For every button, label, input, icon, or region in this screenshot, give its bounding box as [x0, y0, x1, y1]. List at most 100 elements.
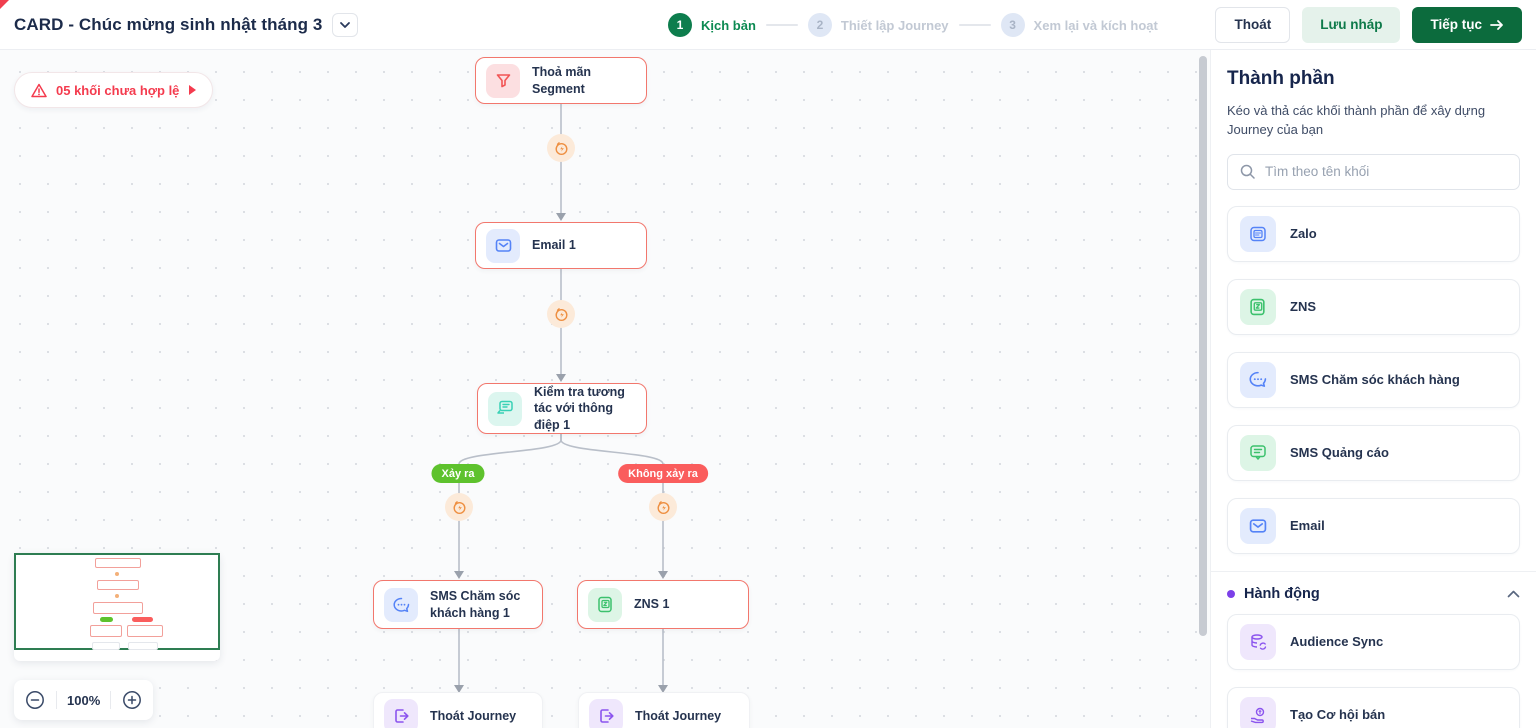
sidebar-title: Thành phần	[1227, 68, 1335, 89]
component-sms-ads[interactable]: SMS Quảng cáo	[1227, 424, 1520, 481]
sms-ads-icon	[1240, 434, 1276, 471]
chevron-down-icon	[340, 21, 351, 28]
canvas-scrollbar[interactable]	[1198, 50, 1208, 728]
component-zalo-label: Zalo	[1290, 226, 1317, 242]
interaction-check-icon	[488, 391, 522, 426]
invalid-blocks-label: 05 khối chưa hợp lệ	[56, 82, 180, 98]
email-icon	[1240, 507, 1276, 544]
stepper: 1 Kịch bản 2 Thiết lập Journey 3 Xem lại…	[668, 0, 1158, 50]
component-sms-care-label: SMS Chăm sóc khách hàng	[1290, 372, 1460, 388]
step-2-label: Thiết lập Journey	[840, 17, 949, 33]
node-email-label: Email 1	[532, 238, 576, 253]
corner-marker	[0, 0, 9, 9]
node-interaction-check-label: Kiểm tra tương tác với thông điệp 1	[534, 385, 625, 432]
node-zns[interactable]: ZNS 1	[577, 580, 749, 629]
delay-trigger-badge[interactable]	[547, 134, 575, 162]
search-input[interactable]	[1265, 164, 1507, 180]
step-1-label: Kịch bản	[701, 17, 756, 33]
invalid-blocks-badge[interactable]: 05 khối chưa hợp lệ	[14, 72, 214, 108]
component-audience-sync-label: Audience Sync	[1290, 634, 1384, 650]
delay-trigger-badge[interactable]	[649, 493, 677, 521]
exit-button[interactable]: Thoát	[1215, 6, 1291, 43]
save-draft-button[interactable]: Lưu nháp	[1302, 6, 1401, 43]
node-exit-journey-left-label: Thoát Journey	[430, 708, 517, 723]
timer-flash-icon	[554, 141, 568, 155]
timer-flash-icon	[554, 307, 568, 321]
continue-button-label: Tiếp tục	[1430, 17, 1482, 32]
step-1-number: 1	[668, 13, 692, 37]
node-segment[interactable]: Thoả mãn Segment	[475, 57, 647, 104]
step-1[interactable]: 1 Kịch bản	[668, 13, 756, 37]
chevron-up-icon[interactable]	[1507, 590, 1520, 598]
exit-journey-icon	[384, 699, 418, 728]
step-3-number: 3	[1000, 13, 1025, 37]
sidebar-description: Kéo và thả các khối thành phần để xây dự…	[1227, 103, 1486, 137]
step-connector	[765, 24, 798, 26]
purple-dot-icon	[1227, 589, 1235, 598]
play-icon	[189, 85, 197, 95]
warning-icon	[31, 83, 47, 97]
component-sms-ads-label: SMS Quảng cáo	[1290, 445, 1389, 461]
node-exit-journey-right[interactable]: Thoát Journey	[578, 692, 750, 728]
zoom-in-button[interactable]	[121, 689, 143, 711]
plus-circle-icon	[123, 691, 142, 709]
divider	[56, 691, 57, 709]
step-3[interactable]: 3 Xem lại và kích hoạt	[1000, 13, 1158, 37]
funnel-icon	[486, 63, 520, 98]
topbar-actions: Thoát Lưu nháp Tiếp tục	[1215, 6, 1522, 43]
component-audience-sync[interactable]: Audience Sync	[1227, 613, 1520, 670]
zoom-level: 100%	[67, 692, 101, 708]
step-2[interactable]: 2 Thiết lập Journey	[807, 13, 949, 37]
component-zalo[interactable]: Zalo	[1227, 205, 1520, 262]
component-sms-care[interactable]: SMS Chăm sóc khách hàng	[1227, 351, 1520, 408]
component-create-deal-label: Tạo Cơ hội bán	[1290, 707, 1386, 723]
divider	[1211, 570, 1536, 572]
timer-flash-icon	[656, 500, 670, 514]
component-zns-label: ZNS	[1290, 299, 1316, 315]
node-sms-care-label: SMS Chăm sóc khách hàng 1	[430, 589, 521, 620]
main-area: 05 khối chưa hợp lệ Thoả mãn Segment Ema…	[0, 50, 1536, 728]
branch-label-no: Không xảy ra	[618, 464, 708, 483]
zoom-out-button[interactable]	[24, 689, 46, 711]
zns-icon	[588, 587, 622, 622]
component-create-deal[interactable]: Tạo Cơ hội bán	[1227, 686, 1520, 728]
sms-care-icon	[384, 587, 418, 622]
sms-care-icon	[1240, 361, 1276, 398]
node-exit-journey-right-label: Thoát Journey	[635, 708, 722, 723]
block-search[interactable]	[1227, 153, 1520, 190]
journey-canvas[interactable]: 05 khối chưa hợp lệ Thoả mãn Segment Ema…	[0, 50, 1210, 728]
title-dropdown-button[interactable]	[332, 12, 359, 37]
delay-trigger-badge[interactable]	[547, 300, 575, 328]
action-section-title: Hành động	[1244, 585, 1320, 602]
minimap[interactable]	[14, 553, 220, 661]
arrow-right-icon	[1490, 19, 1503, 30]
email-icon	[486, 228, 520, 263]
component-zns[interactable]: ZNS	[1227, 278, 1520, 335]
component-email[interactable]: Email	[1227, 497, 1520, 554]
step-2-number: 2	[807, 13, 832, 37]
canvas-scrollbar-thumb[interactable]	[1199, 56, 1207, 636]
action-section-header[interactable]: Hành động	[1227, 586, 1520, 602]
node-interaction-check[interactable]: Kiểm tra tương tác với thông điệp 1	[477, 383, 647, 434]
journey-title: CARD - Chúc mừng sinh nhật tháng 3	[14, 14, 323, 34]
step-connector	[958, 24, 991, 26]
audience-sync-icon	[1240, 623, 1276, 660]
zalo-icon	[1240, 215, 1276, 252]
zoom-control: 100%	[14, 680, 154, 720]
zns-icon	[1240, 288, 1276, 325]
delay-trigger-badge[interactable]	[445, 493, 473, 521]
exit-journey-icon	[589, 699, 623, 728]
component-email-label: Email	[1290, 518, 1325, 534]
node-exit-journey-left[interactable]: Thoát Journey	[373, 692, 543, 728]
node-zns-label: ZNS 1	[634, 597, 670, 612]
continue-button[interactable]: Tiếp tục	[1412, 6, 1522, 43]
divider	[110, 691, 112, 709]
minus-circle-icon	[26, 691, 44, 709]
timer-flash-icon	[452, 500, 466, 514]
create-deal-icon	[1240, 696, 1276, 728]
search-icon	[1240, 164, 1255, 179]
step-3-label: Xem lại và kích hoạt	[1033, 17, 1158, 33]
node-sms-care[interactable]: SMS Chăm sóc khách hàng 1	[373, 580, 543, 629]
node-email[interactable]: Email 1	[475, 222, 647, 269]
components-sidebar: Thành phần Kéo và thả các khối thành phầ…	[1210, 50, 1536, 728]
